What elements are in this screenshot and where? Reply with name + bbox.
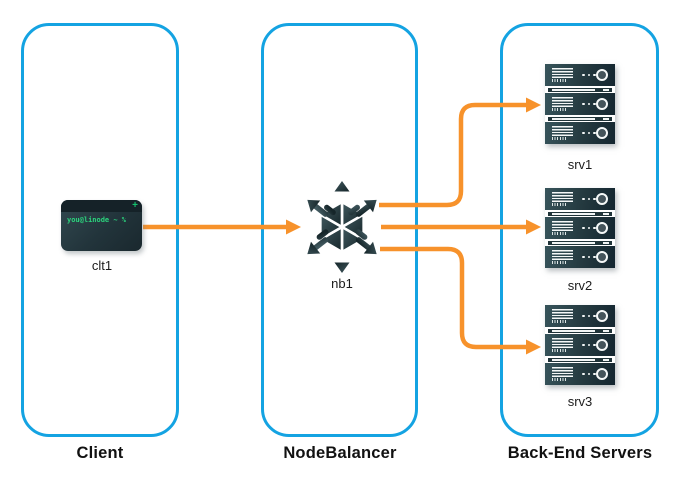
terminal-titlebar: +	[61, 200, 142, 212]
nodebalancer-group-box	[261, 23, 418, 437]
srv3-label: srv3	[567, 394, 593, 409]
client-group-label: Client	[76, 444, 124, 462]
srv1-label: srv1	[567, 157, 593, 172]
srv2-label: srv2	[567, 278, 593, 293]
nodebalancer-group-label: NodeBalancer	[283, 444, 397, 462]
client-group-box	[21, 23, 179, 437]
server-stack-icon-srv2	[545, 188, 615, 268]
server-stack-icon-srv1	[545, 64, 615, 144]
terminal-icon: + you@linode ~ %	[61, 200, 142, 251]
backend-group-box	[500, 23, 659, 437]
clt1-label: clt1	[91, 258, 113, 273]
nodebalancer-icon	[307, 181, 377, 273]
backend-group-label: Back-End Servers	[507, 444, 653, 462]
server-stack-icon-srv3	[545, 305, 615, 385]
terminal-plus-icon: +	[132, 200, 138, 211]
nb1-label: nb1	[331, 276, 353, 291]
terminal-prompt-text: you@linode ~ %	[67, 216, 127, 224]
